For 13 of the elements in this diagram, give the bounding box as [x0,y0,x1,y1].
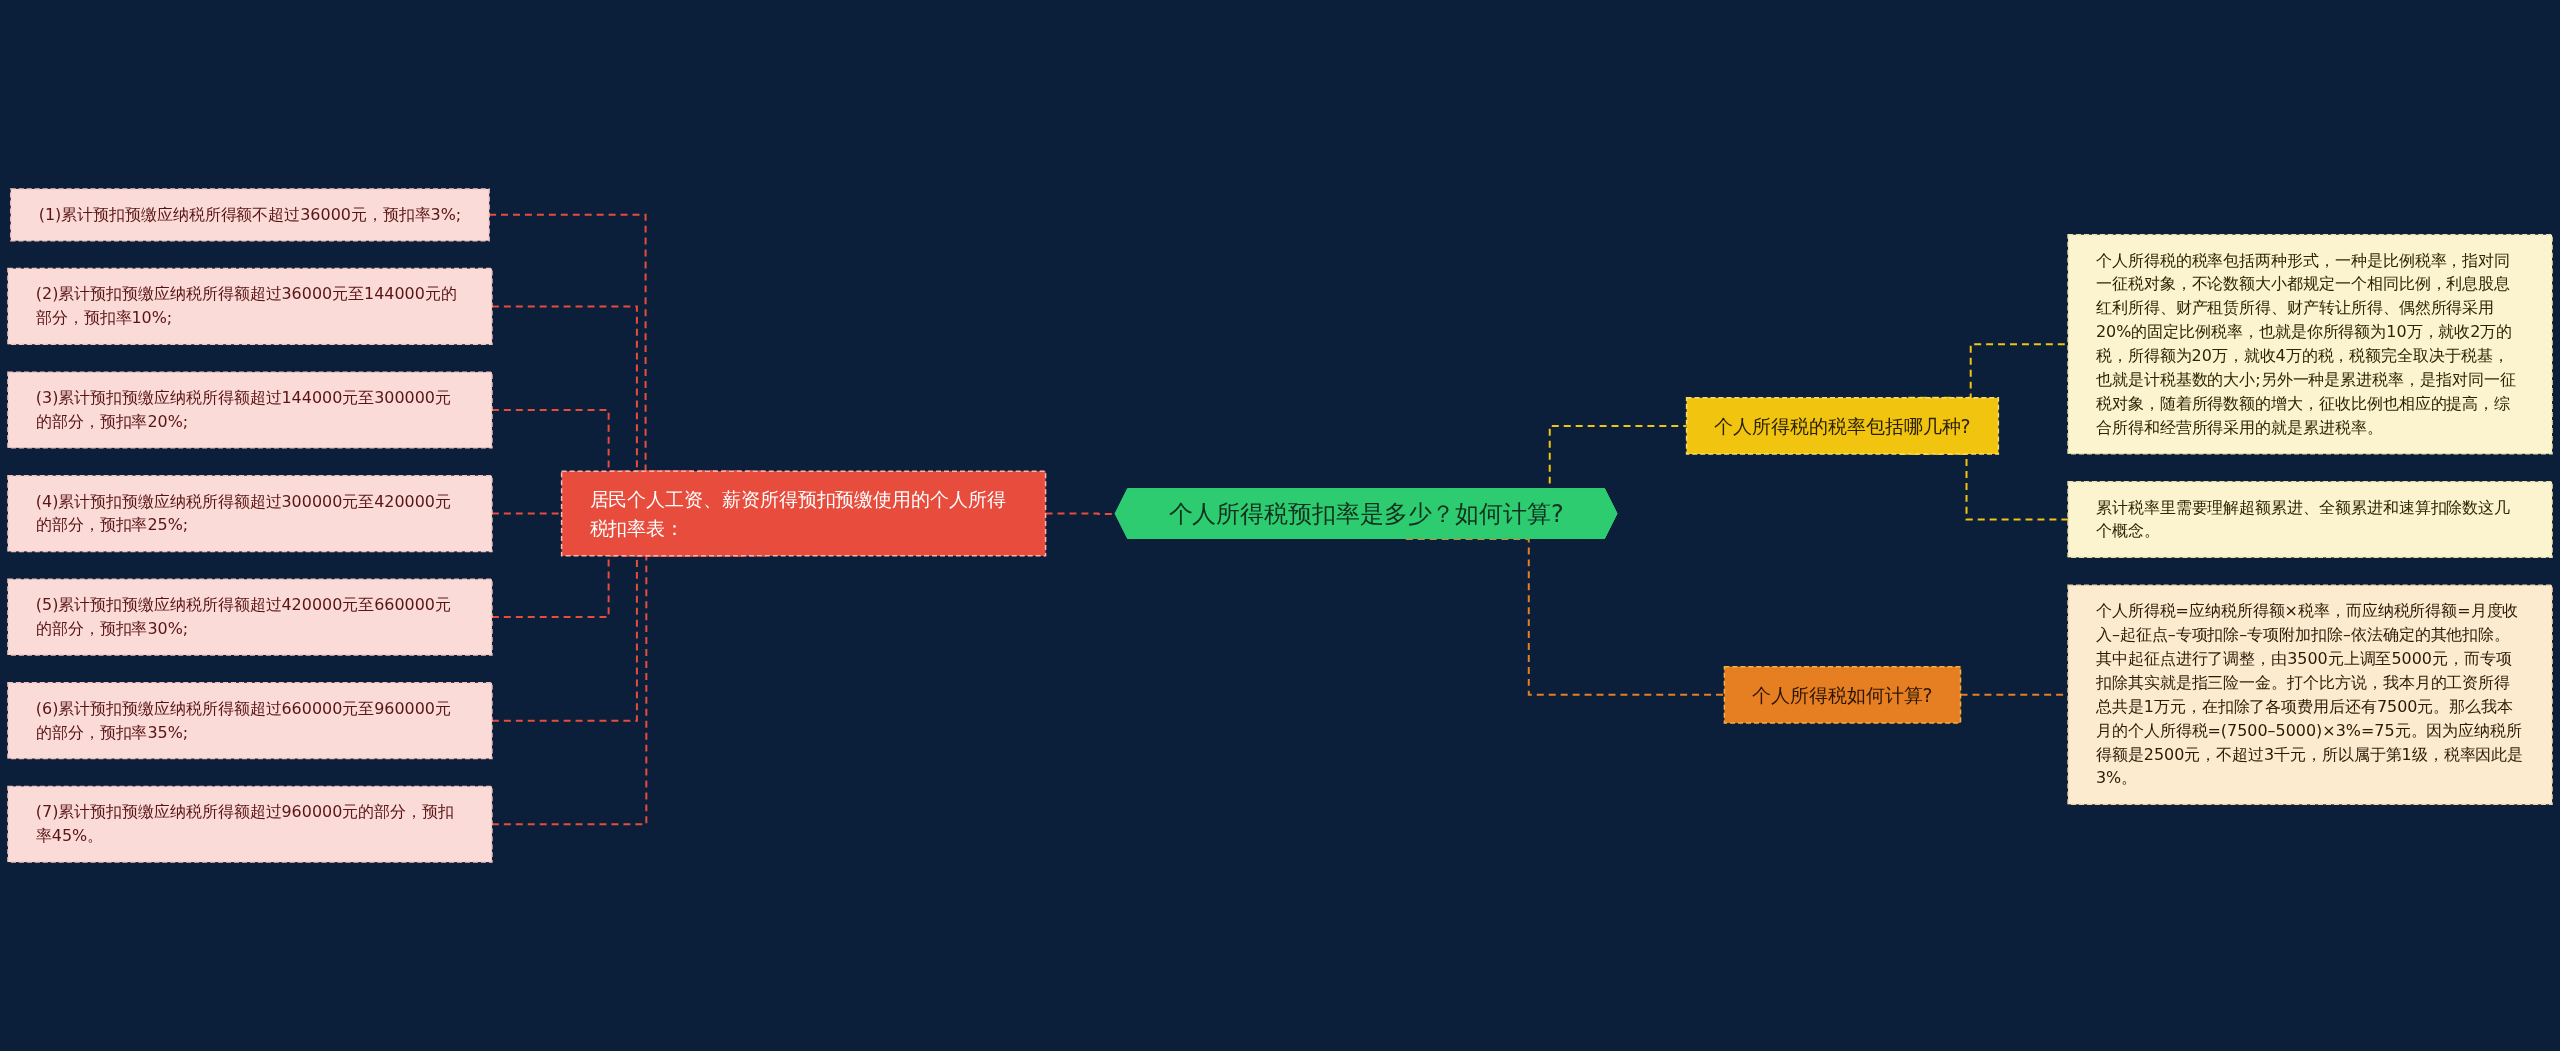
node-box: 个人所得税=应纳税所得额×税率，而应纳税所得额=月度收入–起征点–专项扣除–专项附加扣除–依法确定的其他扣除。其中起征点进行了调整，由3500元上调至5000元，而专项扣除其实就是指三险一金。打个比方说，我本月的工资所得总共是1万元，在扣除了各项费用后还有7500元。那么我本月的个人所得税=(7500–5000)×3%=75元。因为应纳税所得额是2500元，不超过3千元，所以属于第1级，税率因此是3%。 [2067,584,2553,806]
node-box: (2)累计预扣预缴应纳税所得额超过36000元至144000元的部分，预扣率10%; [7,267,493,345]
node-box: (6)累计预扣预缴应纳税所得额超过660000元至960000元的部分，预扣率35%; [7,682,493,760]
node-box: 个人所得税的税率包括两种形式，一种是比例税率，指对同一征税对象，不论数额大小都规定一个相同比例，利息股息红利所得、财产租赁所得、财产转让所得、偶然所得采用20%的固定比例税率，也就是你所得额为10万，就收2万的税，所得额为20万，就收4万的税，税额完全取决于税基，也就是计税基数的大小;另外一种是累进税率，是指对同一征税对象，随着所得数额的增大，征收比例也相应的提高，综合所得和经营所得采用的就是累进税率。 [2067,234,2553,455]
node-box: (5)累计预扣预缴应纳税所得额超过420000元至660000元的部分，预扣率30%; [7,578,493,656]
node-box: (1)累计预扣预缴应纳税所得额不超过36000元，预扣率3%; [10,188,490,242]
node-box: 个人所得税的税率包括哪几种? [1685,397,2000,455]
node-box: 居民个人工资、薪资所得预扣预缴使用的个人所得税扣率表： [560,470,1047,557]
node-box: (7)累计预扣预缴应纳税所得额超过960000元的部分，预扣率45%。 [7,785,493,863]
node-box: 累计税率里需要理解超额累进、全额累进和速算扣除数这几个概念。 [2067,480,2553,559]
node-box: (4)累计预扣预缴应纳税所得额超过300000元至420000元的部分，预扣率25%; [7,474,493,553]
node-box: (3)累计预扣预缴应纳税所得额超过144000元至300000元的部分，预扣率20%; [7,371,493,449]
node-box: 个人所得税如何计算? [1723,665,1962,724]
